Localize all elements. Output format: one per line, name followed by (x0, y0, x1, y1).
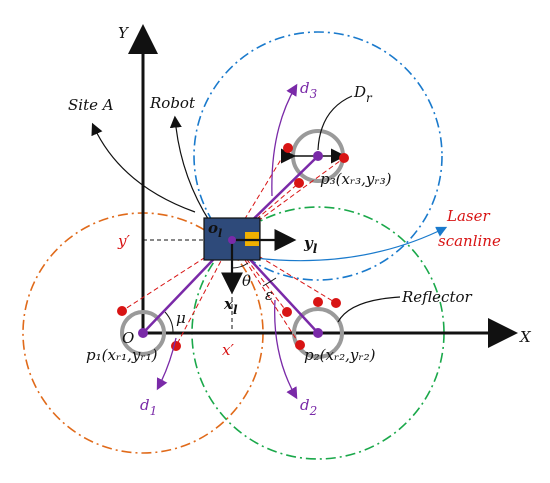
d3-pointer (271, 83, 298, 197)
d3-label: d3 (300, 79, 318, 101)
site-a-pointer (91, 122, 196, 213)
xl-label: xl (223, 295, 238, 317)
dr-label: Dr (353, 83, 373, 105)
epsilon-arc (262, 277, 277, 287)
theta-arc (231, 262, 249, 269)
x-axis-label: X (519, 328, 532, 346)
ol-label: ol (208, 219, 222, 240)
epsilon-label: ε (265, 286, 273, 304)
dr-leader (317, 95, 353, 151)
p2-label: p₂(xᵣ₂,yᵣ₂) (304, 346, 376, 364)
d2-pointer (274, 299, 298, 400)
y-prime-label: y′ (117, 232, 130, 250)
p1-label: p₁(xᵣ₁,yᵣ₁) (86, 346, 158, 364)
p3-label: p₃(xᵣ₃,yᵣ₃) (320, 170, 392, 188)
reflection-points (117, 143, 349, 351)
robot-origin (228, 236, 236, 244)
reflector-centers (138, 151, 323, 338)
reflector-ring-p1 (120, 310, 166, 356)
laser-pointer (254, 226, 448, 262)
x-prime-label: x′ (222, 341, 234, 359)
theta-label: θ (242, 272, 251, 290)
origin-label: O (122, 329, 134, 347)
d1-label: d1 (140, 396, 157, 418)
robot-pointer (169, 115, 211, 223)
d2-label: d2 (300, 396, 317, 418)
reflector-pointer (337, 296, 401, 323)
d1-pointer (156, 337, 177, 391)
scanline-label: scanline (438, 232, 501, 250)
laser-label: Laser (446, 207, 490, 225)
yl-label: yl (303, 234, 318, 256)
site-a-label: Site A (68, 96, 114, 114)
mu-label: μ (176, 309, 186, 327)
mu-arc (164, 311, 174, 334)
robot-label: Robot (149, 94, 196, 112)
reflector-label: Reflector (401, 288, 473, 306)
range-circle-p3 (193, 31, 443, 281)
reflector-ring-p2 (292, 307, 344, 359)
y-axis-label: Y (118, 24, 130, 42)
